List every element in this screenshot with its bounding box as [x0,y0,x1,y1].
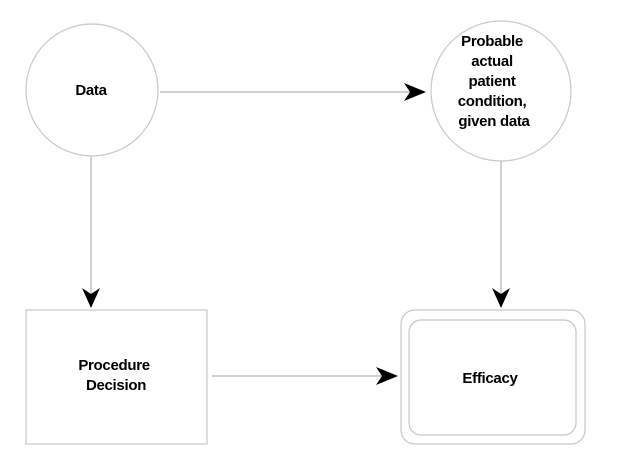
arrowhead-probable-to-efficacy [492,288,510,308]
label-line: Procedure [78,357,150,374]
label-line: Probable [461,33,523,50]
node-procedure-decision-label: Procedure Decision [78,357,153,394]
arrowhead-data-to-procedure [82,288,100,308]
node-efficacy-label: Efficacy [462,370,518,387]
node-data-label: Data [75,82,107,99]
node-probable-condition-shape [430,20,572,162]
label-line: patient [469,73,516,90]
label-line: Data [75,82,107,99]
edges [82,83,510,385]
node-probable-condition: Probable actual patient condition, given… [430,20,572,162]
arrowhead-data-to-probable [404,83,426,101]
label-line: condition, [458,93,527,110]
node-data: Data [25,23,159,157]
node-procedure-decision-shape [25,309,208,445]
node-efficacy-inner-shape [408,319,577,436]
arrowhead-procedure-to-efficacy [376,367,398,385]
label-line: given data [458,113,530,130]
label-line: actual [471,53,513,70]
label-line: Efficacy [462,370,518,387]
node-probable-condition-label: Probable actual patient condition, given… [458,33,531,130]
node-efficacy: Efficacy [400,309,586,445]
node-procedure-decision: Procedure Decision [25,309,208,445]
node-data-shape [25,23,159,157]
label-line: Decision [86,377,146,394]
